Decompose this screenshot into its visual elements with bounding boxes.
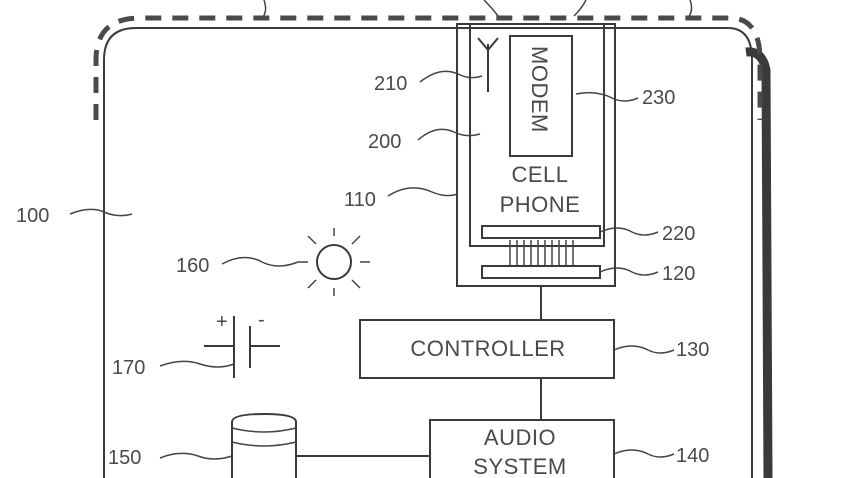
ref-170: 170 (112, 357, 145, 379)
modem-block (509, 35, 573, 157)
connector-pins (509, 240, 574, 266)
battery-plus: + (216, 311, 228, 333)
light-icon (298, 228, 370, 296)
ref-100: 100 (16, 205, 49, 227)
audio-system-block (429, 419, 615, 478)
cell-label-line1: CELL (511, 162, 568, 187)
leader-lines (69, 70, 675, 460)
ref-220: 220 (662, 223, 695, 245)
ref-130: 130 (676, 339, 709, 361)
ref-120: 120 (662, 263, 695, 285)
ref-210: 210 (374, 73, 407, 95)
speaker-icon (231, 412, 297, 478)
controller-label: CONTROLLER (410, 336, 565, 361)
battery-icon (204, 316, 280, 378)
audio-label-line2: SYSTEM (473, 454, 566, 478)
controller-block (359, 319, 615, 379)
ref-230: 230 (642, 87, 675, 109)
ref-150: 150 (108, 447, 141, 469)
dock-connector (481, 265, 601, 279)
antenna-icon (477, 37, 499, 92)
audio-label-line1: AUDIO (484, 425, 556, 450)
cell-label-line2: PHONE (500, 192, 581, 217)
modem-label: MODEM (527, 46, 552, 133)
ref-160: 160 (176, 255, 209, 277)
phone-connector (481, 225, 601, 239)
ref-110: 110 (344, 189, 376, 211)
ref-200: 200 (368, 131, 401, 153)
top-marks (261, 0, 693, 19)
battery-minus: - (258, 309, 265, 331)
device-housing (93, 15, 773, 478)
ref-140: 140 (676, 445, 709, 467)
